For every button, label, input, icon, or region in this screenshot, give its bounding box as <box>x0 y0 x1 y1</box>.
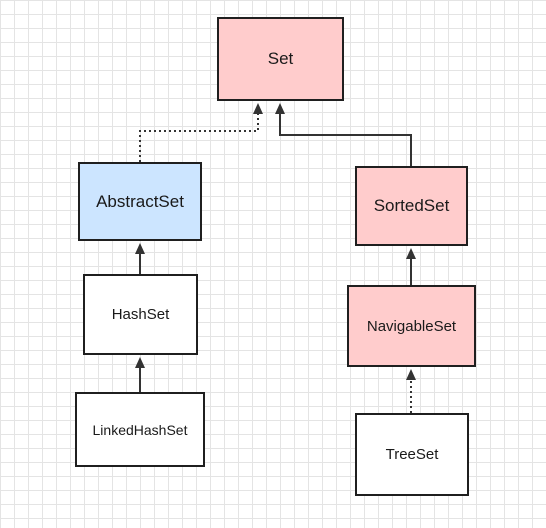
node-sorted-set-label: SortedSet <box>373 196 450 215</box>
edge-abstract-set-to-set <box>139 103 263 162</box>
arrowhead-icon <box>406 369 416 380</box>
edge-hash-set-to-abstract-set <box>135 243 145 274</box>
node-set-label: Set <box>267 49 294 68</box>
edge-tree-set-to-navigable-set <box>406 369 416 413</box>
node-hash-set[interactable]: HashSet <box>83 274 198 355</box>
node-sorted-set[interactable]: SortedSet <box>355 166 468 246</box>
edge-line <box>139 114 259 162</box>
edges-layer <box>135 103 416 413</box>
node-hash-set-label: HashSet <box>111 306 170 323</box>
node-navigable-set[interactable]: NavigableSet <box>347 285 476 367</box>
node-abstract-set-label: AbstractSet <box>96 191 184 211</box>
arrowhead-icon <box>135 357 145 368</box>
node-linked-hash-set-label: LinkedHashSet <box>92 421 188 438</box>
node-abstract-set[interactable]: AbstractSet <box>78 162 202 241</box>
edge-navigable-set-to-sorted-set <box>406 248 416 285</box>
edge-line <box>279 114 412 166</box>
edge-linked-hash-set-to-hash-set <box>135 357 145 392</box>
node-linked-hash-set[interactable]: LinkedHashSet <box>75 392 205 467</box>
arrowhead-icon <box>406 248 416 259</box>
arrowhead-icon <box>135 243 145 254</box>
node-set[interactable]: Set <box>217 17 344 101</box>
node-tree-set-label: TreeSet <box>385 446 439 463</box>
arrowhead-icon <box>275 103 285 114</box>
arrowhead-icon <box>253 103 263 114</box>
node-tree-set[interactable]: TreeSet <box>355 413 469 496</box>
node-navigable-set-label: NavigableSet <box>366 317 457 335</box>
edge-sorted-set-to-set <box>275 103 412 166</box>
